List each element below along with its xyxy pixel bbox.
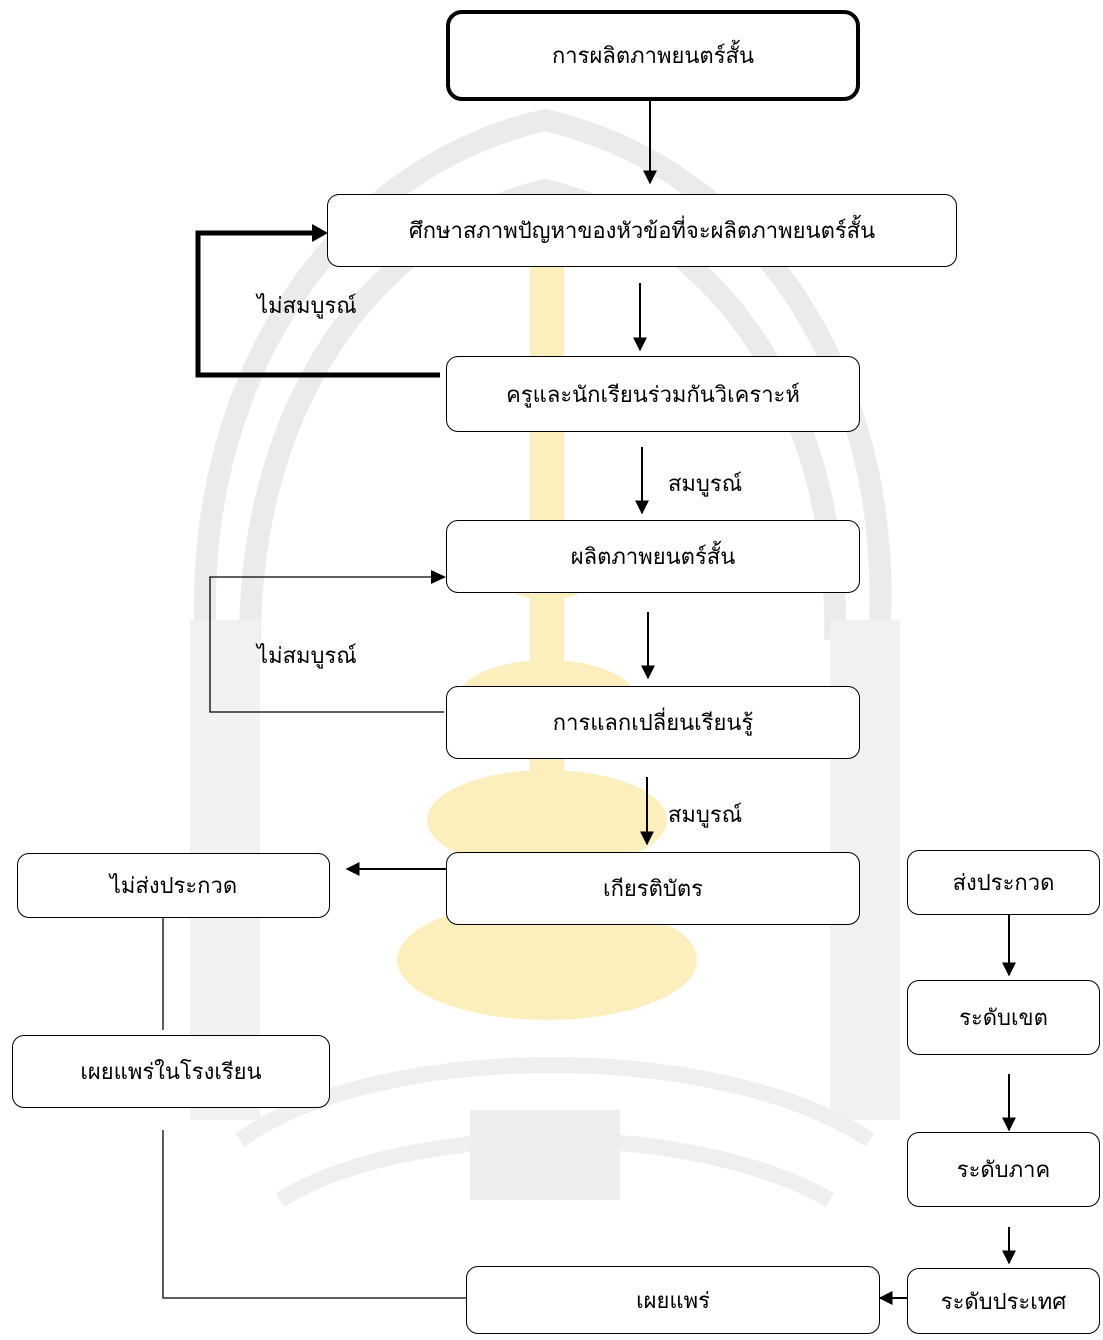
label-complete-1: สมบูรณ์	[668, 472, 743, 497]
node-district: ระดับเขต	[907, 980, 1100, 1055]
node-certificate: เกียรติบัตร	[446, 852, 860, 925]
node-analyze: ครูและนักเรียนร่วมกันวิเคราะห์	[446, 356, 860, 432]
loop-arrowhead-2	[431, 570, 446, 584]
node-region: ระดับภาค	[907, 1132, 1100, 1207]
node-start: การผลิตภาพยนตร์สั้น	[446, 10, 860, 101]
node-submit: ส่งประกวด	[907, 850, 1100, 915]
node-school-publish: เผยแพร่ในโรงเรียน	[12, 1035, 330, 1108]
label-incomplete-1: ไม่สมบูรณ์	[257, 294, 357, 319]
node-study: ศึกษาสภาพปัญหาของหัวข้อที่จะผลิตภาพยนตร์…	[327, 194, 957, 267]
node-exchange: การแลกเปลี่ยนเรียนรู้	[446, 686, 860, 759]
label-incomplete-2: ไม่สมบูรณ์	[257, 644, 357, 669]
node-produce: ผลิตภาพยนตร์สั้น	[446, 520, 860, 593]
node-national: ระดับประเทศ	[907, 1268, 1100, 1334]
node-not-submit: ไม่ส่งประกวด	[17, 853, 330, 918]
loop-exchange-to-produce	[209, 576, 444, 713]
node-publish: เผยแพร่	[466, 1266, 880, 1334]
loop-analyze-to-study	[195, 230, 440, 378]
line-school-to-publish	[162, 1130, 466, 1299]
label-complete-2: สมบูรณ์	[668, 803, 743, 828]
loop-arrowhead-1	[312, 224, 328, 242]
